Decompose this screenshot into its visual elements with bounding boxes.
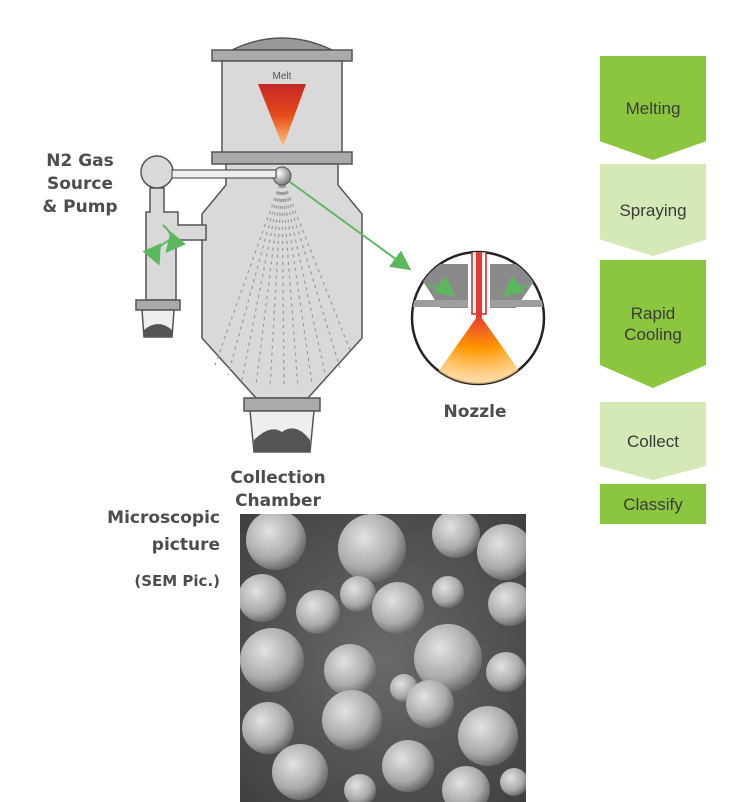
step-melting: Melting: [600, 56, 706, 160]
sem-picture: [240, 514, 526, 802]
melt-label: Melt: [273, 71, 292, 82]
nozzle-pointer-arrow: [289, 181, 412, 271]
step-label: Melting: [625, 98, 681, 118]
collection-chamber: [243, 397, 321, 453]
step-classify: Classify: [600, 484, 706, 524]
step-label: Classify: [623, 494, 683, 514]
step-rapid-cooling: Rapid Cooling: [600, 260, 706, 388]
n2-gas-source-label: N2 Gas Source & Pump: [30, 150, 130, 219]
n2-label-line-1: N2 Gas: [46, 151, 114, 171]
sem-picture-label: (SEM Pic.): [134, 572, 220, 590]
micro-label-line-1: Microscopic: [107, 508, 220, 528]
nozzle-detail: [410, 250, 546, 386]
collection-chamber-label: Collection Chamber: [218, 467, 338, 513]
step-label: Rapid Cooling: [624, 304, 682, 344]
melt-crucible: Melt: [211, 60, 353, 165]
chamber-dome: [211, 37, 353, 62]
collection-label-line-2: Chamber: [235, 491, 321, 511]
step-label: Spraying: [619, 200, 687, 220]
step-label: Collect: [627, 431, 679, 451]
n2-label-line-3: & Pump: [42, 197, 118, 217]
nozzle-label: Nozzle: [443, 402, 507, 422]
n2-label-line-2: Source: [46, 174, 114, 194]
spray-droplets: [214, 177, 351, 389]
gas-pump: [135, 155, 277, 338]
spray-chamber: [201, 163, 363, 399]
step-spraying: Spraying: [600, 164, 706, 256]
collection-label-line-1: Collection: [230, 468, 326, 488]
microscopic-picture-label: Microscopic picture: [80, 505, 220, 559]
step-collect: Collect: [600, 402, 706, 480]
micro-label-line-2: picture: [151, 535, 220, 555]
